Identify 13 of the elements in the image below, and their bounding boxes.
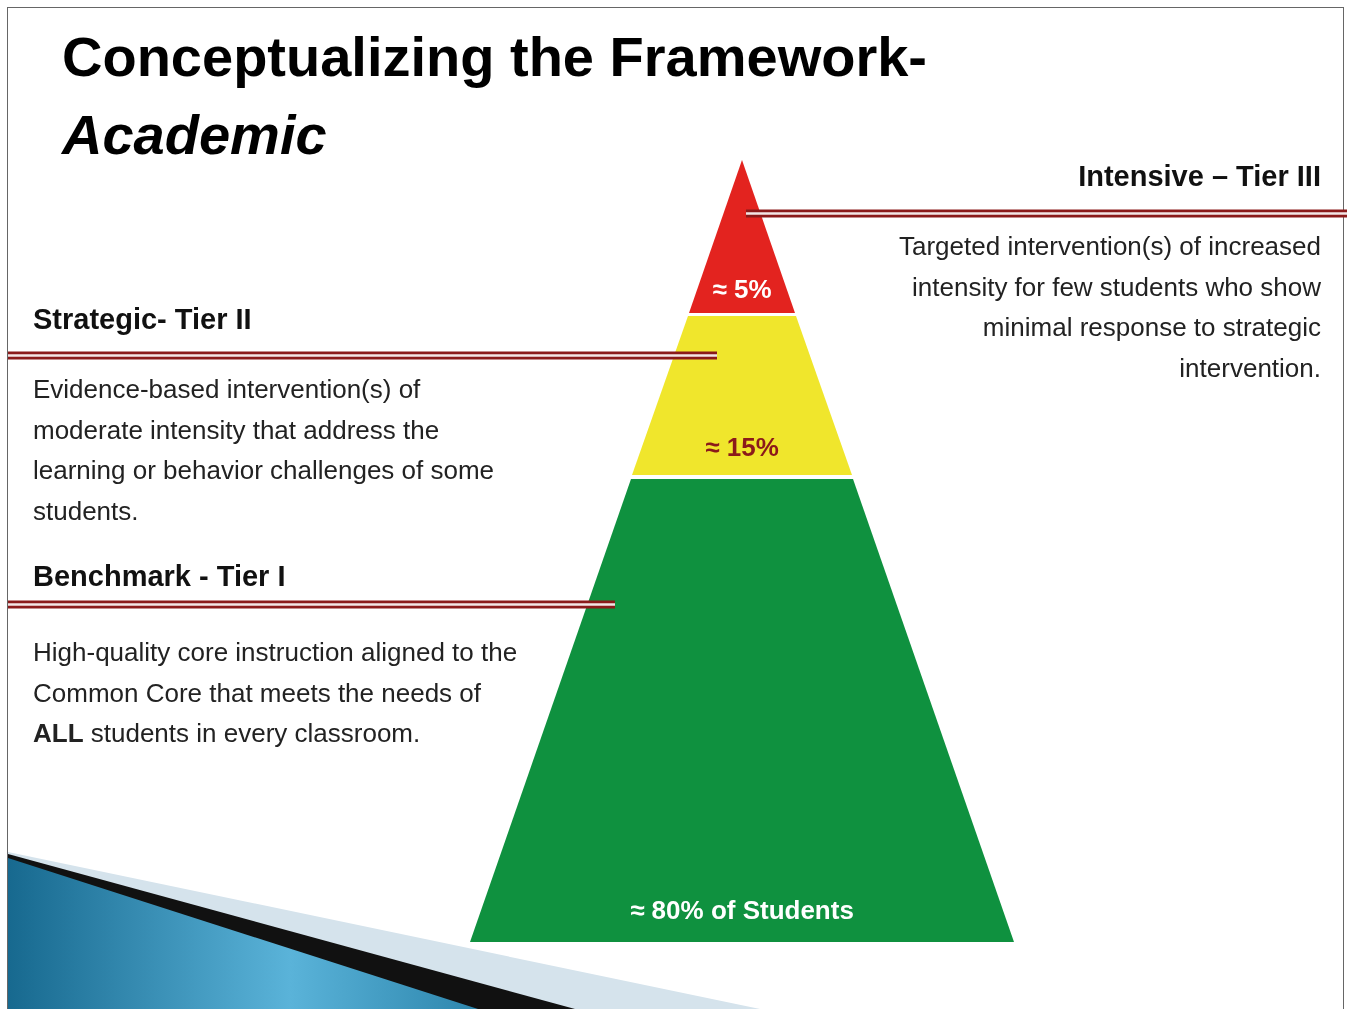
tier-description: Evidence-based intervention(s) of moderate intensity that address the learning or behavior challenges of some students. [33,373,496,528]
tier-heading: Strategic- Tier II [33,303,252,336]
tier-description: Targeted intervention(s) of increased intensity for few students who show minimal response to strategic intervention. [898,230,1321,385]
tier-heading: Intensive – Tier III [1078,160,1321,193]
leader-line [8,351,717,360]
percentage-label: ≈ 5% [711,274,773,305]
slide-title: Conceptualizing the Framework- Academic [62,24,928,168]
percentage-label: ≈ 15% [704,432,780,463]
percentage-label: ≈ 80% of Students [629,895,855,926]
leader-line [8,600,615,609]
tier-heading: Benchmark - Tier I [33,560,286,593]
tier-description: High-quality core instruction aligned to the Common Core that meets the needs of ALL students in every classroom. [33,636,519,751]
leader-line [746,209,1347,218]
